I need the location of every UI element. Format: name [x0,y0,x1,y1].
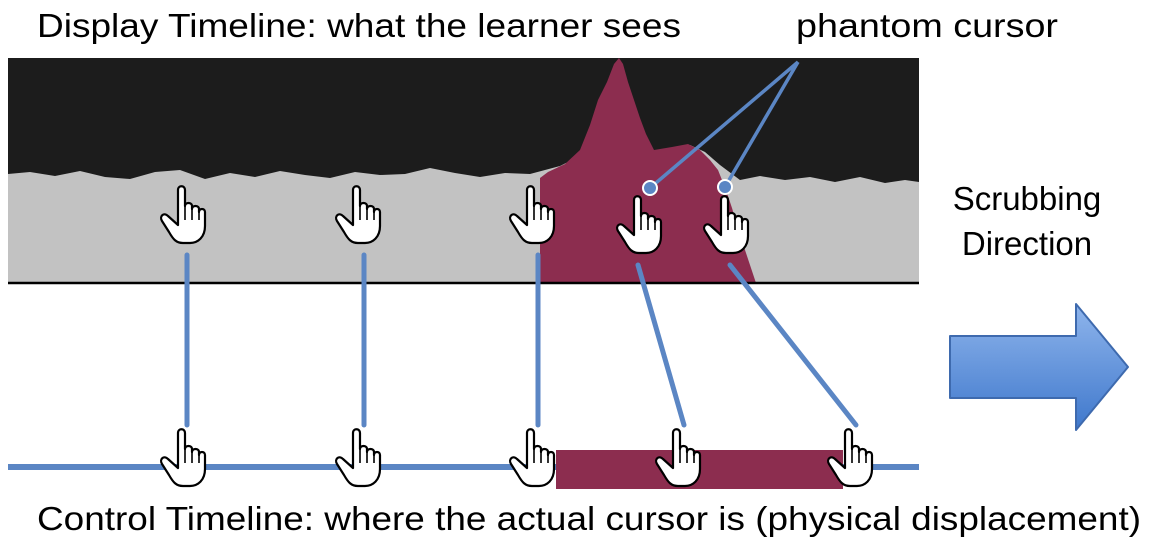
scrubbing-direction-label-line2: Direction [962,225,1092,262]
display-timeline-panel [8,58,919,285]
callout-dot [642,180,658,196]
pointing-hand-cursor-icon [334,428,382,488]
pointing-hand-cursor-icon [508,428,556,488]
pointing-hand-cursor-icon [159,428,207,488]
connector-line [635,262,687,428]
control-timeline [8,450,919,489]
callout-line [648,60,800,190]
control-timeline-label: Control Timeline: where the actual curso… [37,500,1141,537]
phantom-cursor-callout [642,60,800,196]
connector-line [727,262,859,428]
display-timeline-label: Display Timeline: what the learner sees [37,7,681,44]
scrubbing-direction-label-line1: Scrubbing [953,180,1102,217]
connector-lines [184,252,859,428]
callout-line [723,61,800,188]
callout-dot [717,179,733,195]
phantom-cursor-label: phantom cursor [796,7,1058,44]
right-arrow-icon [949,303,1129,431]
waveform-highlight [540,58,756,283]
